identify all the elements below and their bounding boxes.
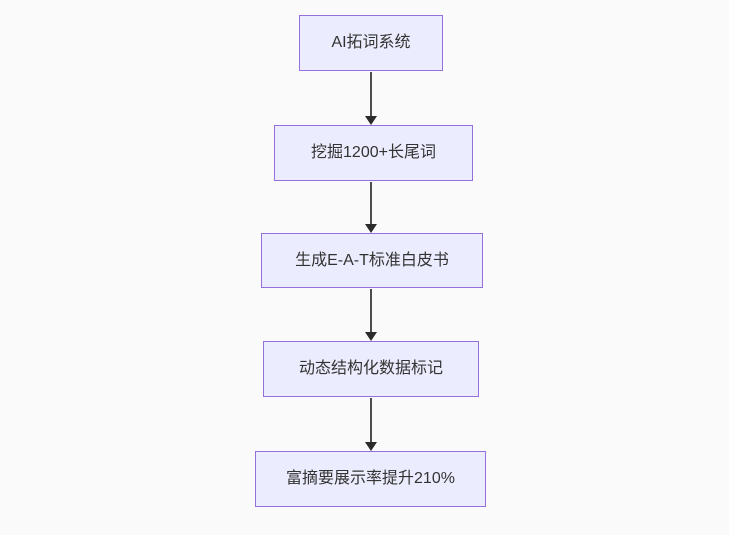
arrow-head-icon: [365, 442, 377, 451]
flow-arrow-1: [365, 72, 377, 125]
flow-arrow-4: [365, 398, 377, 451]
flow-arrow-3: [365, 289, 377, 341]
flow-node-eat-whitepaper: 生成E-A-T标准白皮书: [261, 233, 483, 288]
flow-node-label: 动态结构化数据标记: [298, 360, 443, 378]
arrow-shaft: [370, 72, 372, 116]
flow-node-label: 挖掘1200+长尾词: [311, 144, 436, 162]
arrow-shaft: [370, 289, 372, 332]
arrow-head-icon: [365, 332, 377, 341]
flow-node-ai-word-system: AI拓词系统: [299, 15, 443, 71]
flow-node-structured-data: 动态结构化数据标记: [263, 341, 479, 397]
flow-arrow-2: [365, 182, 377, 233]
flow-node-label: AI拓词系统: [331, 34, 411, 52]
arrow-shaft: [370, 182, 372, 224]
flow-node-rich-snippet-result: 富摘要展示率提升210%: [255, 451, 486, 507]
arrow-shaft: [370, 398, 372, 442]
arrow-head-icon: [365, 224, 377, 233]
flow-node-label: 生成E-A-T标准白皮书: [295, 251, 449, 269]
arrow-head-icon: [365, 116, 377, 125]
flow-node-longtail-mining: 挖掘1200+长尾词: [274, 125, 473, 181]
flow-node-label: 富摘要展示率提升210%: [286, 470, 455, 488]
